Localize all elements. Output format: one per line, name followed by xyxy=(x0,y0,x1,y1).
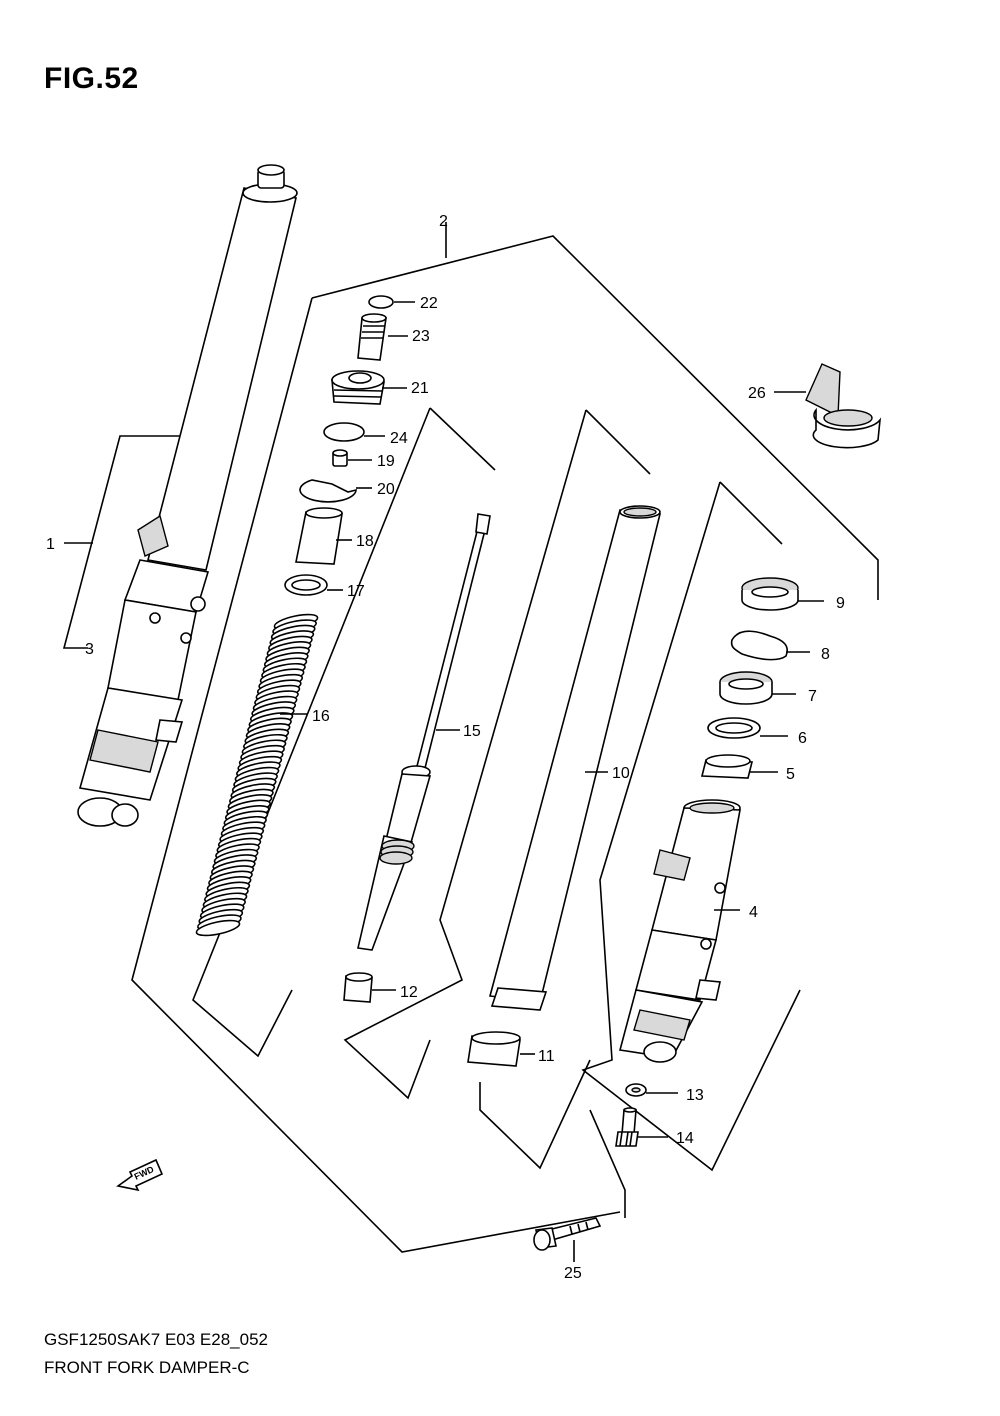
callout-16: 16 xyxy=(312,708,330,725)
spring-16 xyxy=(195,613,319,937)
callout-17: 17 xyxy=(347,583,365,600)
washer-6 xyxy=(707,717,761,739)
callout-21: 21 xyxy=(411,380,429,397)
callout-20: 20 xyxy=(377,481,395,498)
callout-15: 15 xyxy=(463,723,481,740)
callout-5: 5 xyxy=(786,766,795,783)
assembly-bracket-1 xyxy=(62,435,183,649)
tube-group-bracket xyxy=(479,481,801,1172)
forward-arrow-icon: FWD xyxy=(116,1158,164,1192)
callout-4: 4 xyxy=(749,904,758,921)
inner-tube-10 xyxy=(488,505,661,1011)
callout-13: 13 xyxy=(686,1087,704,1104)
spacer-18 xyxy=(295,507,343,565)
bolt-25 xyxy=(533,1217,602,1251)
callout-1: 1 xyxy=(46,536,55,553)
spring-group-bracket xyxy=(192,407,496,1058)
dust-seal-9 xyxy=(741,577,799,611)
figure-title: FIG.52 xyxy=(44,62,139,95)
protector-26 xyxy=(805,363,882,449)
o-ring-24 xyxy=(323,422,365,442)
diagram-code: GSF1250SAK7 E03 E28_052 xyxy=(44,1330,268,1349)
assembly-bracket-2 xyxy=(131,222,879,1253)
callout-26: 26 xyxy=(748,385,766,402)
callout-10: 10 xyxy=(612,765,630,782)
clip-8 xyxy=(730,630,788,661)
callout-12: 12 xyxy=(400,984,418,1001)
fork-assembly-1 xyxy=(77,164,298,827)
rod-group-bracket xyxy=(343,409,651,1100)
oil-seal-7 xyxy=(719,671,773,705)
plate-20 xyxy=(299,479,357,503)
cap-bolt-21 xyxy=(331,370,385,405)
callout-3: 3 xyxy=(85,641,94,658)
gasket-13 xyxy=(625,1083,647,1097)
guide-bush-5 xyxy=(700,754,754,779)
callout-6: 6 xyxy=(798,730,807,747)
callout-2: 2 xyxy=(439,213,448,230)
callout-19: 19 xyxy=(377,453,395,470)
callout-14: 14 xyxy=(676,1130,694,1147)
callout-7: 7 xyxy=(808,688,817,705)
callout-8: 8 xyxy=(821,646,830,663)
spring-coil xyxy=(195,919,241,937)
bush-12 xyxy=(343,972,373,1003)
o-ring-22 xyxy=(368,295,394,309)
bolt-14 xyxy=(615,1107,639,1147)
callout-9: 9 xyxy=(836,595,845,612)
outer-tube-4 xyxy=(618,799,741,1063)
diagram-caption: FRONT FORK DAMPER-C xyxy=(44,1358,250,1377)
callout-11: 11 xyxy=(538,1048,555,1065)
callout-24: 24 xyxy=(390,430,408,447)
adjuster-23 xyxy=(357,313,387,361)
slide-bush-11 xyxy=(467,1031,521,1067)
nut-19 xyxy=(332,449,348,467)
bolt-25-bracket xyxy=(589,1109,626,1218)
callout-18: 18 xyxy=(356,533,374,550)
damper-rod-15 xyxy=(357,513,491,951)
callout-22: 22 xyxy=(420,295,438,312)
callout-23: 23 xyxy=(412,328,430,345)
callout-25: 25 xyxy=(564,1265,582,1282)
